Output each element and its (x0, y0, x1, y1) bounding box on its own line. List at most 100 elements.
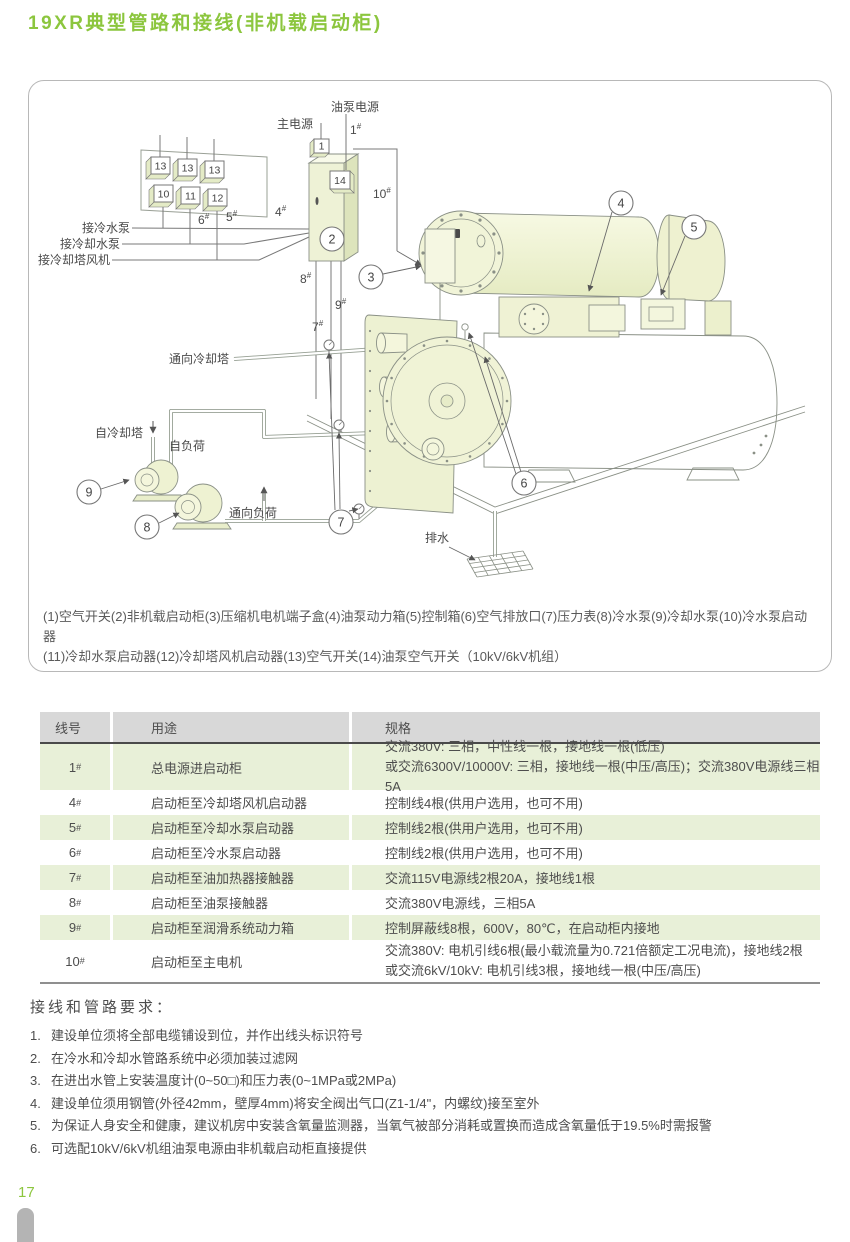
table-row-4: 4# 启动柜至冷却塔风机启动器 控制线4根(供用户选用，也可不用) (40, 790, 820, 815)
table-row-5: 5# 启动柜至冷却水泵启动器 控制线2根(供用户选用，也可不用) (40, 815, 820, 840)
table-row-10: 10# 启动柜至主电机 交流380V: 电机引线6根(最小载流量为0.721倍额… (40, 940, 820, 982)
wire-label-9: 9# (335, 297, 347, 312)
label-to-load: 通向负荷 (229, 505, 277, 520)
callout-3: 3 (368, 271, 375, 285)
cell-usage: 启动柜至润滑系统动力箱 (113, 915, 349, 940)
cell-spec: 控制线4根(供用户选用，也可不用) (385, 796, 583, 811)
table-row-7: 7# 启动柜至油加热器接触器 交流115V电源线2根20A，接地线1根 (40, 865, 820, 890)
table-header: 线号 用途 规格 (40, 712, 820, 744)
cell-usage: 启动柜至油加热器接触器 (113, 865, 349, 890)
wire-label-5: 5# (226, 209, 238, 224)
waterbox-end-plates (364, 314, 512, 514)
label-to-chilled-pump: 接冷水泵 (82, 220, 130, 235)
cell-usage: 启动柜至冷水泵启动器 (151, 846, 282, 861)
page-number: 17 (18, 1184, 35, 1201)
starter-cabinet: 1 14 2 (307, 114, 422, 266)
label-main-power: 主电源 (277, 117, 313, 131)
requirements-section: 接线和管路要求： 1.建设单位须将全部电缆铺设到位，并作出线头标识符号 2.在冷… (30, 996, 825, 1163)
breaker-box-13c: 13 (209, 165, 221, 177)
diagram-labels: 主电源 油泵电源 1# 10# 4# 5# 6# 8# 9# 7# 接冷水泵 接… (38, 100, 449, 545)
table-body: 1# 总电源进启动柜 交流380V: 三相，中性线一根，接地线一根(低压)或交流… (40, 739, 820, 984)
legend-line-1: (1)空气开关(2)非机载启动柜(3)压缩机电机端子盒(4)油泵动力箱(5)控制… (43, 609, 808, 644)
cell-spec: 控制屏蔽线8根，600V，80℃，在启动柜内接地 (352, 915, 820, 940)
drain-assembly (448, 511, 534, 578)
wire-label-6: 6# (198, 212, 210, 227)
label-to-cooling-tower: 通向冷却塔 (169, 351, 229, 366)
legend-line-2: (11)冷却水泵启动器(12)冷却塔风机启动器(13)空气开关(14)油泵空气开… (43, 649, 568, 664)
cell-usage: 总电源进启动柜 (113, 744, 349, 790)
compressor-motor (418, 210, 732, 338)
label-drain: 排水 (425, 531, 449, 545)
note-item-1: 1.建设单位须将全部电缆铺设到位，并作出线头标识符号 (30, 1028, 364, 1043)
wire-label-4: 4# (275, 204, 287, 219)
requirements-heading: 接线和管路要求： (30, 999, 175, 1016)
diagram-panel: 13 13 13 10 11 12 1 (28, 80, 832, 672)
breaker-box-13a: 13 (155, 161, 167, 173)
cell-spec: 控制线2根(供用户选用，也可不用) (352, 815, 820, 840)
label-to-cooling-pump: 接冷却水泵 (60, 236, 120, 251)
chilled-water-pump (172, 483, 232, 530)
footer-tab (17, 1208, 34, 1242)
label-from-load: 自负荷 (169, 439, 205, 453)
cell-spec: 控制线2根(供用户选用，也可不用) (385, 846, 583, 861)
condenser-shell (483, 332, 778, 483)
wire-label-10: 10# (373, 186, 391, 201)
cell-spec: 交流115V电源线2根20A，接地线1根 (352, 865, 820, 890)
cell-line-no: 9# (40, 915, 110, 940)
note-item-6: 6.可选配10kV/6kV机组油泵电源由非机载启动柜直接提供 (30, 1140, 367, 1156)
callout-7: 7 (338, 516, 345, 530)
starter-box-10: 10 (158, 189, 170, 201)
cell-line-no: 4# (68, 795, 82, 810)
cell-usage: 启动柜至冷却水泵启动器 (113, 815, 349, 840)
drain-grid (466, 550, 534, 578)
note-item-4: 4.建设单位须用钢管(外径42mm，壁厚4mm)将安全阀出气口(Z1-1/4"，… (30, 1095, 540, 1111)
callouts: 3 4 5 6 7 8 9 (76, 190, 707, 540)
table-row-1: 1# 总电源进启动柜 交流380V: 三相，中性线一根，接地线一根(低压)或交流… (40, 739, 820, 794)
breaker-box-1: 1 (319, 141, 325, 153)
starter-panel-group: 13 13 13 10 11 12 (112, 135, 310, 261)
cell-spec: 交流380V: 电机引线6根(最小载流量为0.721倍额定工况电流)，接地线2根… (385, 943, 803, 978)
label-from-cooling-tower: 自冷却塔 (95, 426, 143, 440)
diagram-legend: (1)空气开关(2)非机载启动柜(3)压缩机电机端子盒(4)油泵动力箱(5)控制… (43, 607, 819, 667)
piping-wiring-diagram: 13 13 13 10 11 12 1 (38, 100, 806, 578)
starter-box-11: 11 (185, 191, 196, 203)
cell-spec: 交流380V电源线，三相5A (385, 896, 536, 911)
note-item-5: 5.为保证人身安全和健康，建议机房中安装含氧量监测器，当氧气被部分消耗或置换而造… (30, 1118, 712, 1133)
breaker-box-13b: 13 (182, 163, 194, 175)
table-row-6: 6# 启动柜至冷水泵启动器 控制线2根(供用户选用，也可不用) (40, 840, 820, 865)
note-item-3: 3.在进出水管上安装温度计(0~50□)和压力表(0~1MPa或2MPa) (30, 1073, 397, 1088)
wire-spec-table: 线号 用途 规格 1# 总电源进启动柜 交流380V: 三相，中性线一根，接地线… (40, 712, 820, 984)
cell-line-no: 8# (68, 895, 82, 910)
col-header-line-no: 线号 (40, 712, 110, 742)
page-title: 19XR典型管路和接线(非机载启动柜) (28, 13, 383, 34)
col-header-spec: 规格 (352, 712, 820, 742)
starter-box-12: 12 (212, 193, 224, 205)
cell-line-no: 1# (40, 744, 110, 790)
cell-usage: 启动柜至冷却塔风机启动器 (151, 796, 308, 811)
callout-9: 9 (86, 486, 93, 500)
oil-pump-breaker-box-14: 14 (334, 175, 346, 187)
cell-line-no: 7# (40, 865, 110, 890)
cell-usage: 启动柜至主电机 (151, 954, 243, 970)
motor-terminal-box (424, 228, 456, 284)
wire-label-1: 1# (350, 122, 362, 137)
note-item-2: 2.在冷水和冷却水管路系统中必须加装过滤网 (30, 1050, 299, 1066)
table-row-9: 9# 启动柜至润滑系统动力箱 控制屏蔽线8根，600V，80℃，在启动柜内接地 (40, 915, 820, 940)
wire-label-8: 8# (300, 271, 312, 286)
cell-line-no: 10# (65, 953, 85, 969)
label-to-tower-fan: 接冷却塔风机 (38, 252, 110, 267)
callout-4: 4 (618, 197, 625, 211)
callout-2: 2 (329, 233, 336, 247)
callout-8: 8 (144, 521, 151, 535)
col-header-usage: 用途 (113, 712, 349, 742)
cell-spec: 交流380V: 三相，中性线一根，接地线一根(低压)或交流6300V/10000… (352, 739, 820, 794)
control-box (640, 298, 686, 330)
pressure-gauges (323, 339, 365, 520)
cell-usage: 启动柜至油泵接触器 (151, 896, 269, 911)
table-row-8: 8# 启动柜至油泵接触器 交流380V电源线，三相5A (40, 890, 820, 915)
label-oil-pump-power: 油泵电源 (331, 100, 379, 114)
callout-5: 5 (691, 221, 698, 235)
cooling-water-pump (132, 459, 186, 502)
cell-line-no: 6# (68, 845, 82, 860)
